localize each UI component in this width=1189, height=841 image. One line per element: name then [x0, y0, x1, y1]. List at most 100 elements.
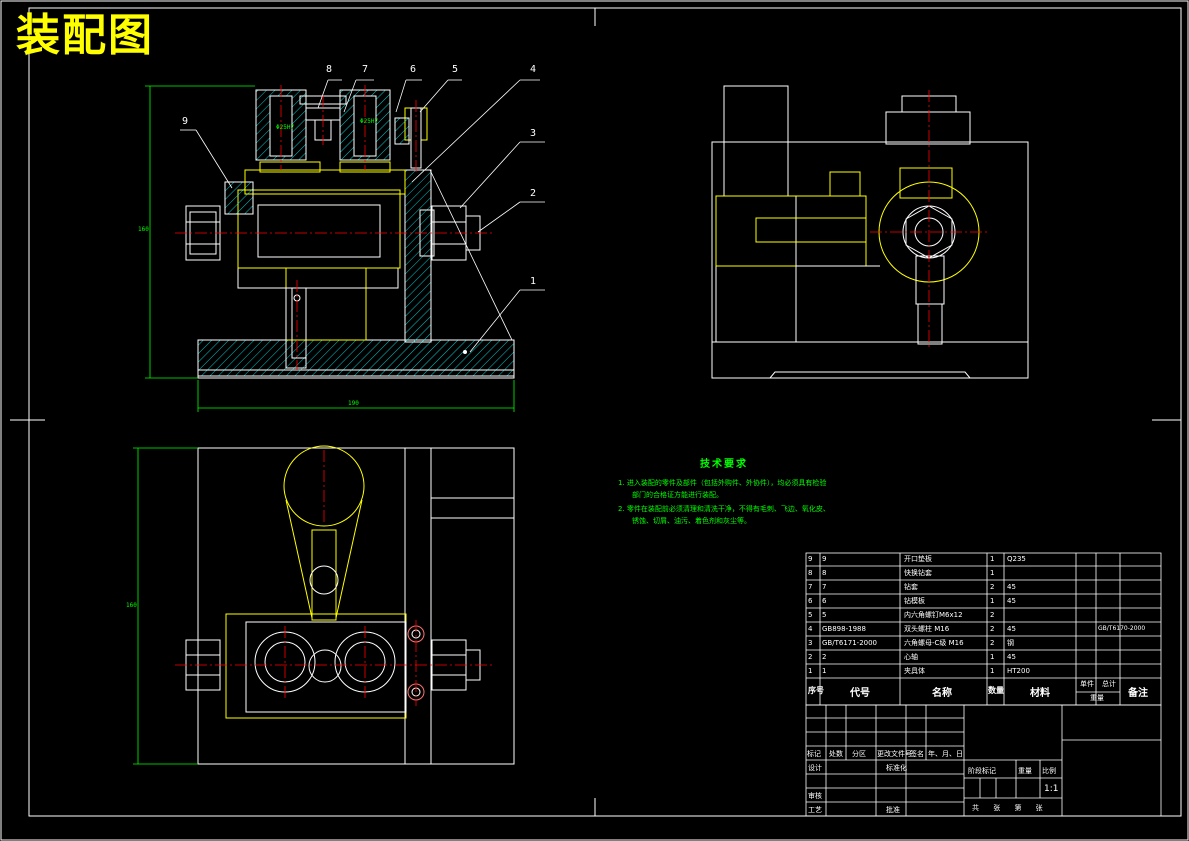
- bom-cell-no: 6: [808, 597, 813, 605]
- dim-dia-left: Φ25H7: [276, 124, 295, 131]
- bom-cell-material: 45: [1007, 597, 1016, 605]
- bom-header-weight: 重量: [1090, 694, 1104, 702]
- title-block: [805, 704, 1162, 817]
- callout-7: 7: [362, 64, 369, 75]
- bom-cell-code: GB898-1988: [822, 625, 866, 633]
- bom-cell-name: 快换钻套: [904, 569, 932, 577]
- tb-standard: 标准化: [886, 764, 907, 772]
- bom-cell-qty: 2: [990, 625, 995, 633]
- bom-cell-code: 1: [822, 667, 827, 675]
- front-view-centerlines: [175, 85, 495, 370]
- bom-cell-code: 5: [822, 611, 827, 619]
- callout-3: 3: [530, 128, 537, 139]
- front-view: [185, 89, 515, 379]
- bom-cell-qty: 1: [990, 569, 995, 577]
- tb-change-doc: 更改文件号: [877, 750, 912, 758]
- tb-sign: 签名: [910, 750, 924, 758]
- dim-dia-right: Φ25H7: [360, 118, 379, 125]
- callout-1: 1: [530, 276, 537, 287]
- dim-width-front: 190: [348, 400, 359, 407]
- bom-header-total: 总计: [1102, 680, 1116, 688]
- tech-line-4: 锈蚀、切屑、油污、着色剂和灰尘等。: [632, 517, 751, 525]
- bom-cell-material: Q235: [1007, 555, 1026, 563]
- bom-cell-no: 3: [808, 639, 813, 647]
- bom-header-code: 代号: [850, 688, 870, 699]
- drawing-frame: [28, 7, 1182, 817]
- tb-design: 设计: [808, 764, 822, 772]
- callout-5: 5: [452, 64, 459, 75]
- tb-mark: 标记: [807, 750, 821, 758]
- bom-header-qty: 数量: [988, 686, 1004, 695]
- bom-cell-qty: 1: [990, 667, 995, 675]
- tb-sheets: 共 张 第 张: [972, 804, 1049, 812]
- drawing-title: 装配图: [16, 10, 154, 61]
- bom-cell-code: 2: [822, 653, 827, 661]
- bom-cell-no: 8: [808, 569, 813, 577]
- bom-header-unit: 单件: [1080, 680, 1094, 688]
- top-view: [185, 445, 515, 765]
- bom-cell-qty: 1: [990, 597, 995, 605]
- bom-cell-code: GB/T6171-2000: [822, 639, 878, 647]
- dim-height-front: 160: [138, 226, 149, 233]
- tb-approve: 批准: [886, 806, 900, 814]
- tb-scale-label: 比例: [1042, 767, 1056, 775]
- tb-stage: 阶段标记: [968, 767, 996, 775]
- top-view-centerlines: [175, 450, 495, 706]
- front-dimensions: [145, 85, 515, 412]
- bom-cell-note: GB/T6170-2000: [1098, 625, 1146, 632]
- tb-zone: 分区: [852, 750, 866, 758]
- top-dimensions: [133, 447, 198, 765]
- bom-cell-no: 9: [808, 555, 813, 563]
- bom-cell-code: 9: [822, 555, 827, 563]
- bom-cell-no: 7: [808, 583, 813, 591]
- tech-requirements-title: 技术要求: [700, 459, 748, 470]
- tech-line-1: 1. 进入装配的零件及部件（包括外购件、外协件），均必须具有检验: [618, 479, 827, 487]
- bom-table: [805, 552, 1162, 706]
- callout-8: 8: [326, 64, 333, 75]
- bom-header-name: 名称: [932, 688, 952, 699]
- bom-cell-code: 6: [822, 597, 827, 605]
- tb-count: 处数: [829, 750, 843, 758]
- bom-header-material: 材料: [1030, 688, 1050, 699]
- bom-cell-code: 7: [822, 583, 827, 591]
- bom-cell-qty: 2: [990, 639, 995, 647]
- callout-6: 6: [410, 64, 417, 75]
- bom-cell-no: 2: [808, 653, 813, 661]
- bom-cell-material: HT200: [1007, 667, 1030, 675]
- bom-cell-qty: 1: [990, 653, 995, 661]
- tb-date: 年、月、日: [928, 750, 963, 758]
- bom-cell-name: 双头螺柱 M16: [904, 625, 950, 633]
- tb-review: 审核: [808, 792, 822, 800]
- bom-cell-qty: 2: [990, 611, 995, 619]
- callout-4: 4: [530, 64, 537, 75]
- dim-height-top: 160: [126, 602, 137, 609]
- bom-cell-material: 钢: [1007, 639, 1014, 647]
- bom-cell-material: 45: [1007, 625, 1016, 633]
- callout-9: 9: [182, 116, 189, 127]
- tb-mass: 重量: [1018, 767, 1032, 775]
- tech-line-2: 部门的合格证方能进行装配。: [632, 491, 723, 499]
- bom-cell-name: 六角螺母-C级 M16: [904, 639, 964, 647]
- bom-cell-name: 内六角螺钉M6x12: [904, 611, 963, 619]
- bom-cell-name: 钻套: [904, 583, 918, 591]
- bom-cell-name: 心轴: [904, 653, 918, 661]
- bom-cell-material: 45: [1007, 653, 1016, 661]
- tb-scale: 1:1: [1044, 784, 1059, 794]
- callout-leaders: [180, 79, 545, 353]
- bom-cell-code: 8: [822, 569, 827, 577]
- bom-cell-qty: 1: [990, 555, 995, 563]
- bom-cell-no: 1: [808, 667, 813, 675]
- bom-cell-qty: 2: [990, 583, 995, 591]
- bom-cell-no: 4: [808, 625, 813, 633]
- bom-cell-name: 开口垫板: [904, 555, 932, 563]
- bom-cell-name: 钻模板: [904, 597, 925, 605]
- bom-cell-name: 夹具体: [904, 667, 925, 675]
- callout-2: 2: [530, 188, 537, 199]
- tb-process: 工艺: [808, 806, 822, 814]
- bom-cell-material: 45: [1007, 583, 1016, 591]
- tech-line-3: 2. 零件在装配前必须清理和清洗干净，不得有毛刺、飞边、氧化皮、: [618, 505, 830, 513]
- bom-cell-no: 5: [808, 611, 813, 619]
- side-view-centerlines: [870, 90, 990, 350]
